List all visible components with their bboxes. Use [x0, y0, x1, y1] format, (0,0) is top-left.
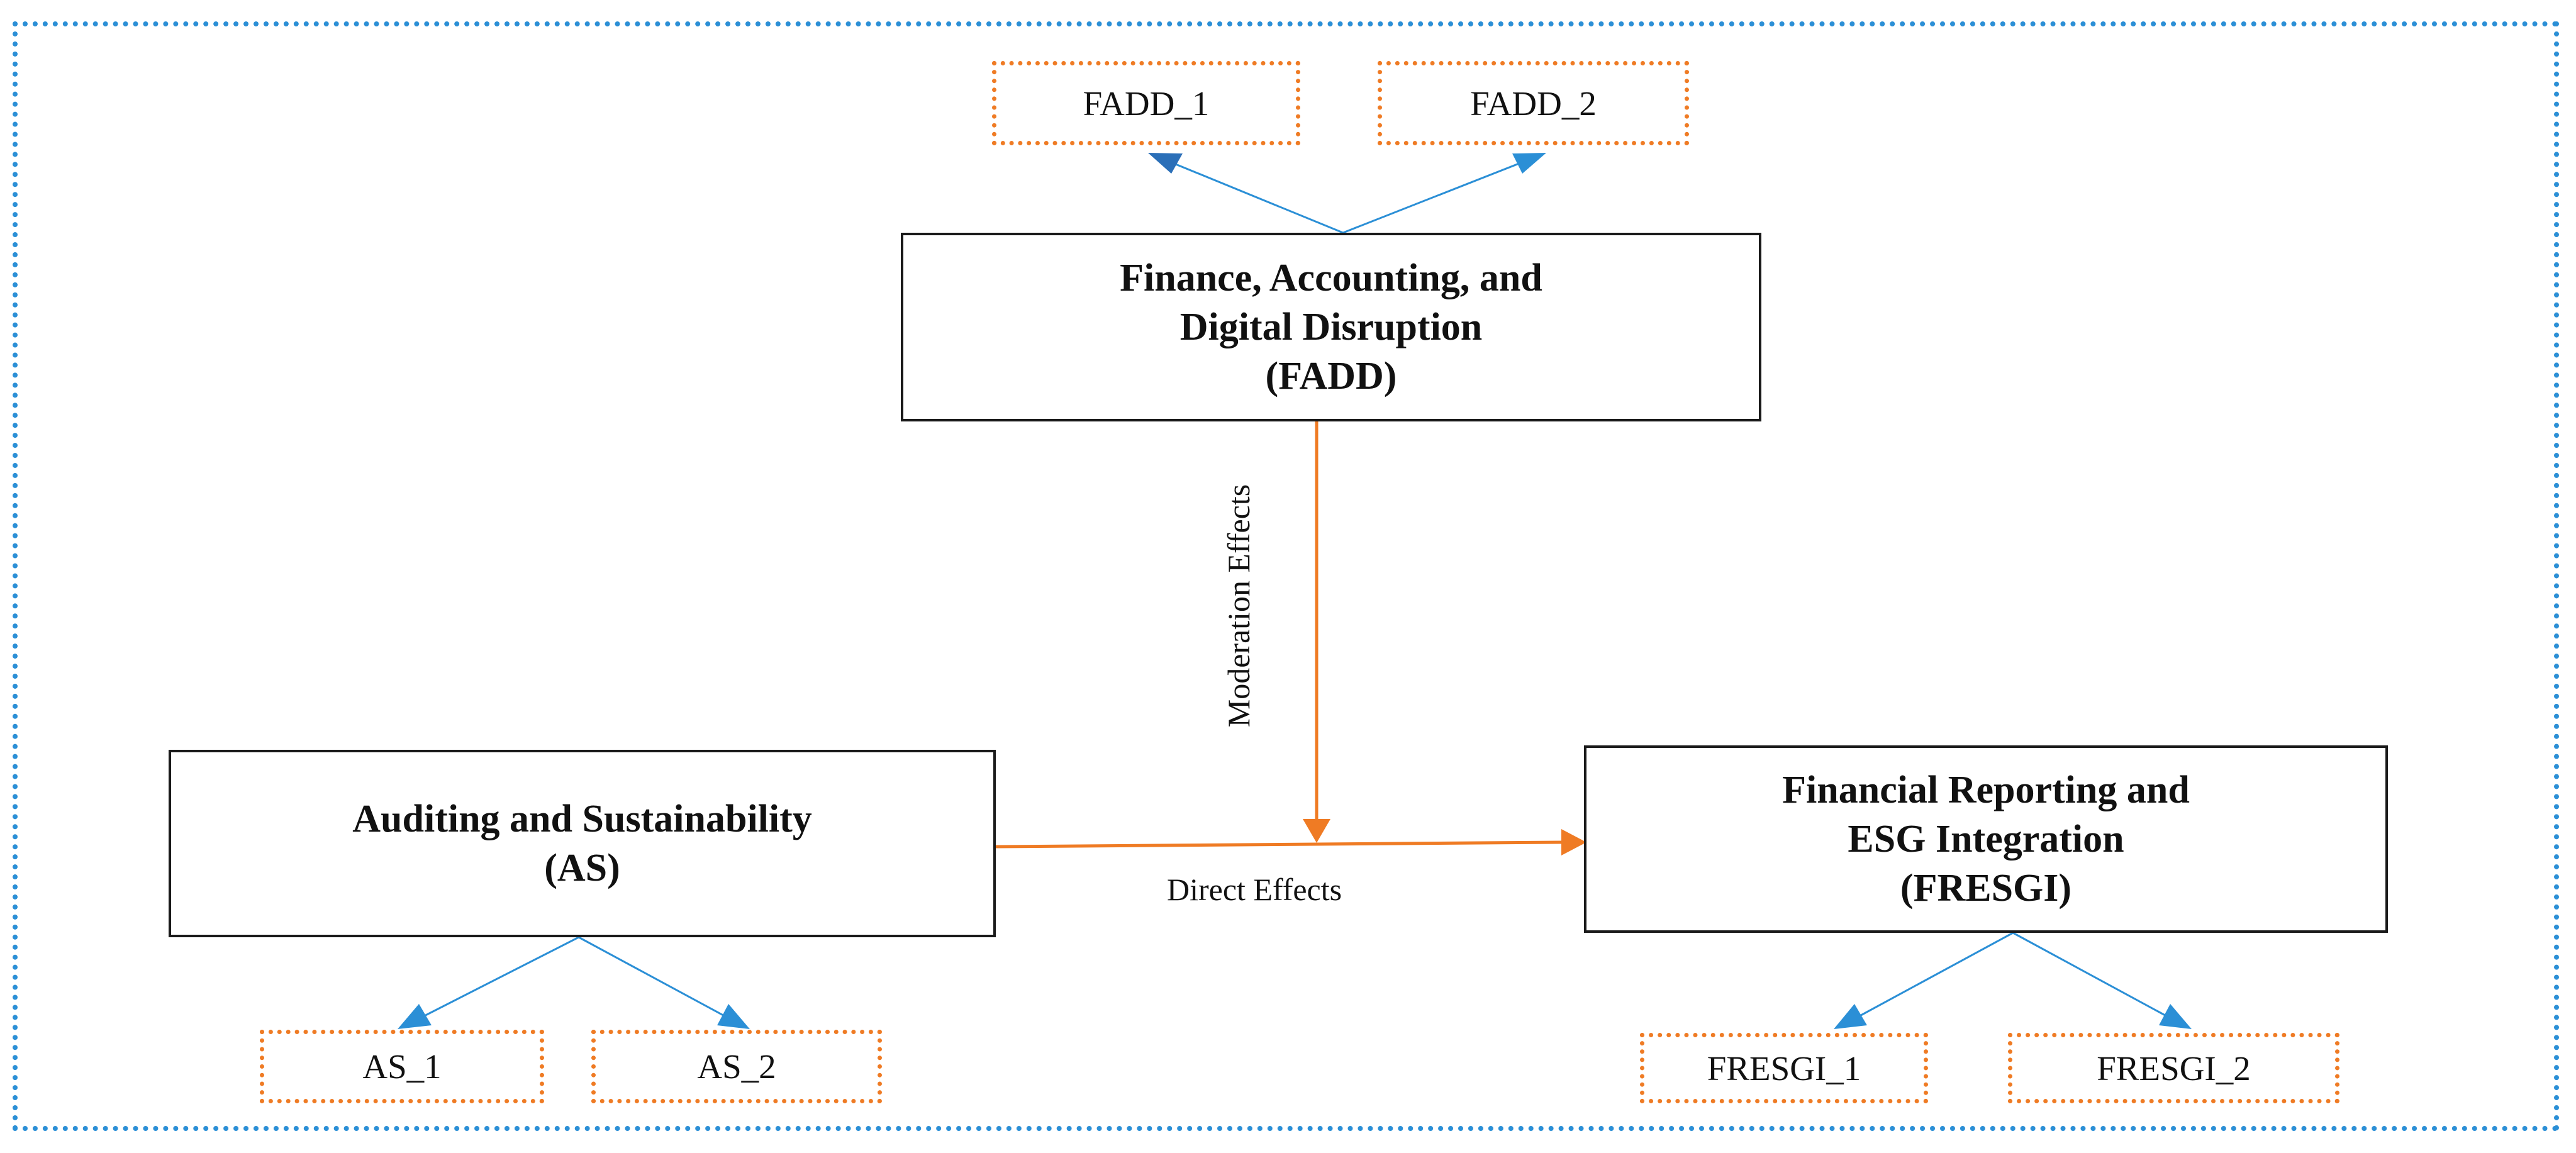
fresgi-to-fresgi-2-arrow — [2012, 932, 2178, 1023]
fresgi-1-indicator-label: FRESGI_1 — [1707, 1049, 1861, 1088]
as-to-as-2-arrow — [578, 936, 737, 1023]
direct-effect-arrowhead — [1561, 829, 1586, 855]
fadd-construct-label: Finance, Accounting, and Digital Disrupt… — [1120, 257, 1542, 398]
fadd-1-indicator: FADD_1 — [992, 61, 1300, 145]
as-2-indicator-label: AS_2 — [697, 1047, 776, 1086]
fadd-2-arrowhead — [1512, 153, 1546, 174]
fadd-2-indicator-label: FADD_2 — [1470, 84, 1597, 123]
as-1-indicator: AS_1 — [260, 1030, 544, 1103]
fresgi-2-indicator: FRESGI_2 — [2008, 1033, 2339, 1103]
fadd-1-indicator-label: FADD_1 — [1083, 84, 1210, 123]
as-construct-label: Auditing and Sustainability (AS) — [352, 798, 812, 889]
moderation-effects-label: Moderation Effects — [1221, 484, 1256, 728]
diagram-frame — [13, 21, 2559, 1131]
as-construct-box: Auditing and Sustainability (AS) — [169, 750, 996, 937]
direct-effect-arrow — [995, 840, 1564, 849]
fresgi-2-indicator-label: FRESGI_2 — [2097, 1049, 2251, 1088]
fresgi-2-arrowhead — [2159, 1004, 2192, 1029]
fresgi-construct-box: Financial Reporting and ESG Integration … — [1584, 745, 2388, 933]
fresgi-1-indicator: FRESGI_1 — [1640, 1033, 1928, 1103]
fadd-2-indicator: FADD_2 — [1378, 61, 1689, 145]
as-1-indicator-label: AS_1 — [362, 1047, 442, 1086]
direct-effects-label: Direct Effects — [1167, 872, 1342, 907]
moderation-arrowhead — [1303, 819, 1330, 843]
fadd-construct-box: Finance, Accounting, and Digital Disrupt… — [901, 233, 1761, 421]
as-2-indicator: AS_2 — [591, 1030, 882, 1103]
fadd-to-fadd-2-arrow — [1342, 156, 1536, 234]
as-1-arrowhead — [398, 1004, 432, 1029]
as-2-arrowhead — [717, 1004, 750, 1029]
fadd-1-arrowhead — [1148, 153, 1183, 174]
fresgi-to-fresgi-1-arrow — [1848, 932, 2014, 1023]
fresgi-1-arrowhead — [1834, 1004, 1867, 1029]
fadd-to-fadd-1-arrow — [1158, 156, 1344, 234]
fresgi-construct-label: Financial Reporting and ESG Integration … — [1782, 769, 2190, 910]
as-to-as-1-arrow — [411, 936, 579, 1023]
